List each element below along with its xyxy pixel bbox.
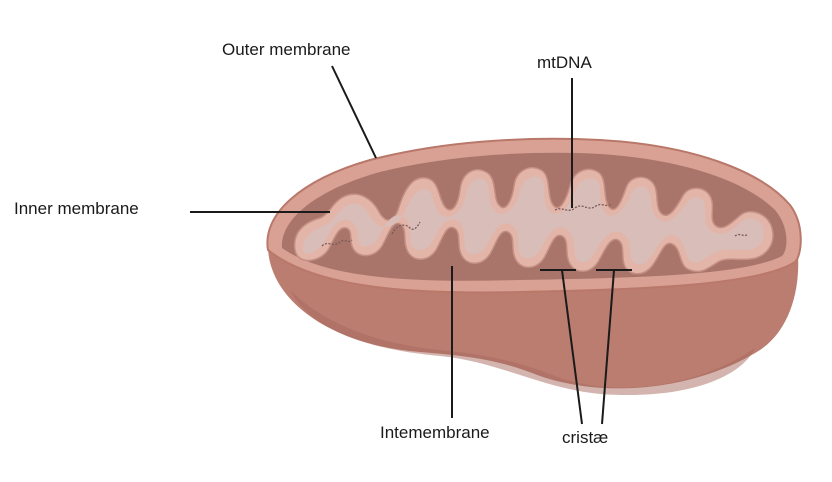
leader-line-cristae-right bbox=[601, 269, 615, 425]
mtdna-strand bbox=[734, 233, 749, 237]
leader-line-cristae-left bbox=[561, 269, 583, 425]
leader-line-outer-membrane bbox=[331, 65, 377, 159]
mtdna-strand bbox=[391, 221, 421, 235]
intermembrane-label: Intemembrane bbox=[380, 423, 490, 442]
mtdna-label: mtDNA bbox=[537, 53, 592, 72]
cristae-label: cristæ bbox=[562, 428, 609, 447]
matrix bbox=[302, 176, 764, 265]
outer-membrane-label: Outer membrane bbox=[222, 40, 351, 59]
mtdna-strand bbox=[554, 203, 613, 211]
outer-shell-shading bbox=[290, 290, 755, 396]
inner-membrane-label: Inner membrane bbox=[14, 199, 139, 218]
mtdna-strand bbox=[321, 239, 353, 247]
